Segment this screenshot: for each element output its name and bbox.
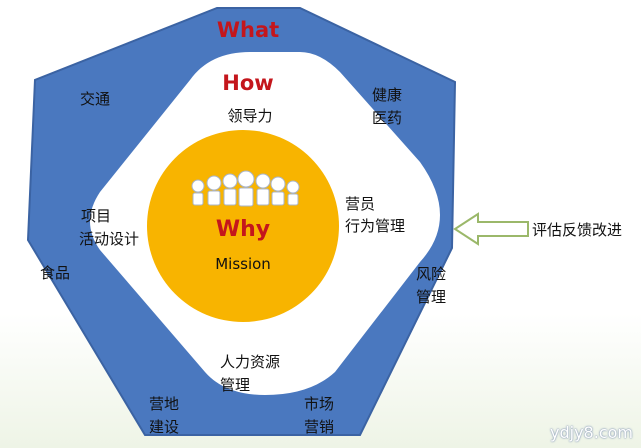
middle-left-label-1: 项目 (81, 207, 111, 225)
outer-item-health-2: 医药 (372, 109, 402, 127)
core-title: Why (216, 217, 270, 242)
outer-title: What (217, 18, 279, 42)
watermark: ydjy8.com (550, 423, 633, 442)
middle-top-label: 领导力 (227, 107, 272, 125)
outer-item-marketing-1: 市场 (304, 395, 334, 413)
middle-bottom-label-1: 人力资源 (220, 353, 280, 371)
outer-item-food: 食品 (40, 264, 70, 282)
outer-item-marketing-2: 营销 (304, 418, 334, 436)
outer-item-site-1: 营地 (149, 395, 179, 413)
outer-item-risk-2: 管理 (416, 288, 446, 306)
middle-title: How (222, 71, 273, 95)
middle-bottom-label-2: 管理 (220, 376, 250, 394)
feedback-label: 评估反馈改进 (532, 221, 622, 239)
core-circle (147, 130, 339, 322)
middle-right-label-2: 行为管理 (345, 217, 405, 235)
outer-item-site-2: 建设 (149, 418, 179, 436)
outer-item-risk-1: 风险 (416, 265, 446, 283)
feedback-arrow-icon (453, 212, 529, 246)
outer-item-health-1: 健康 (372, 86, 402, 104)
people-icon (191, 170, 300, 207)
middle-left-label-2: 活动设计 (79, 230, 139, 248)
outer-item-traffic: 交通 (80, 90, 110, 108)
core-subtitle: Mission (215, 255, 271, 273)
middle-right-label-1: 营员 (345, 195, 375, 213)
